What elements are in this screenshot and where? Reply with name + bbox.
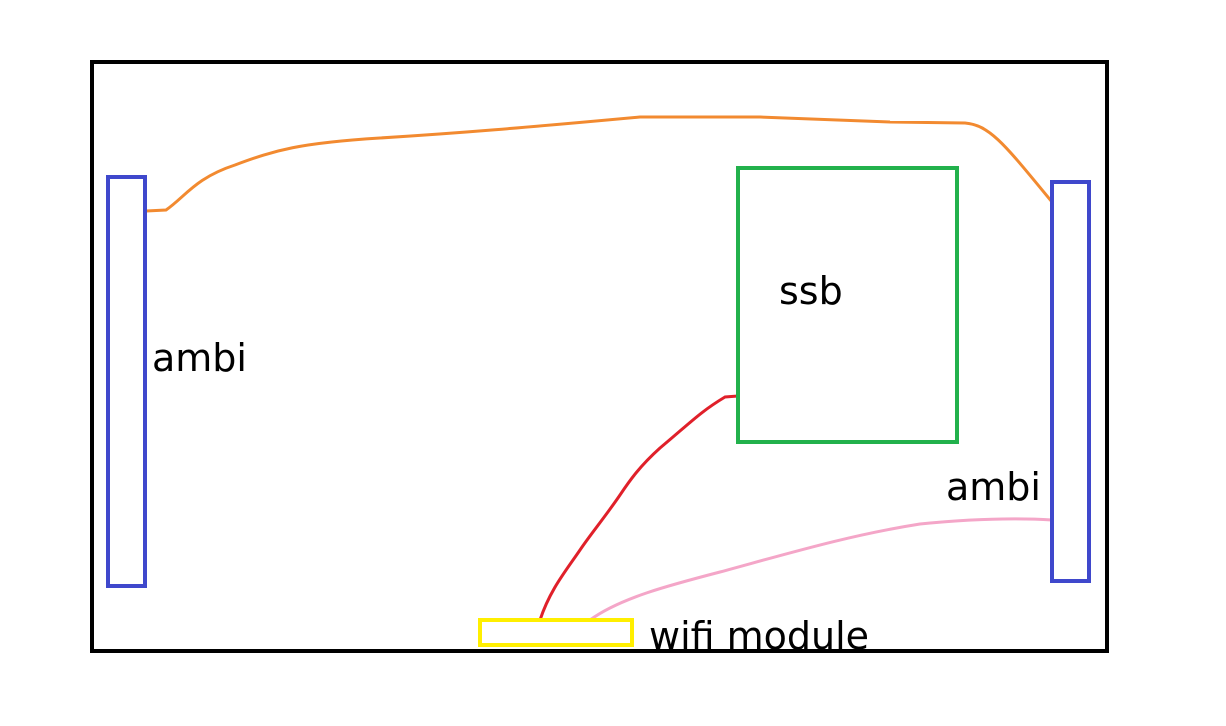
ssb-label: ssb xyxy=(779,269,843,313)
ambi-right-strip xyxy=(1050,180,1091,583)
wire-ssb-to-wifi xyxy=(538,394,740,622)
ambi-right-label: ambi xyxy=(946,465,1041,509)
wire-wifi-to-ambi xyxy=(588,517,1054,622)
enclosure-frame xyxy=(90,60,1109,653)
ambi-left-label: ambi xyxy=(152,336,247,380)
ambi-left-strip xyxy=(106,175,147,588)
wire-ambi-to-ambi xyxy=(144,115,1054,213)
ssb-box xyxy=(736,166,959,444)
wifi-module-box xyxy=(478,618,634,647)
wifi-module-label: wifi module xyxy=(649,614,869,658)
